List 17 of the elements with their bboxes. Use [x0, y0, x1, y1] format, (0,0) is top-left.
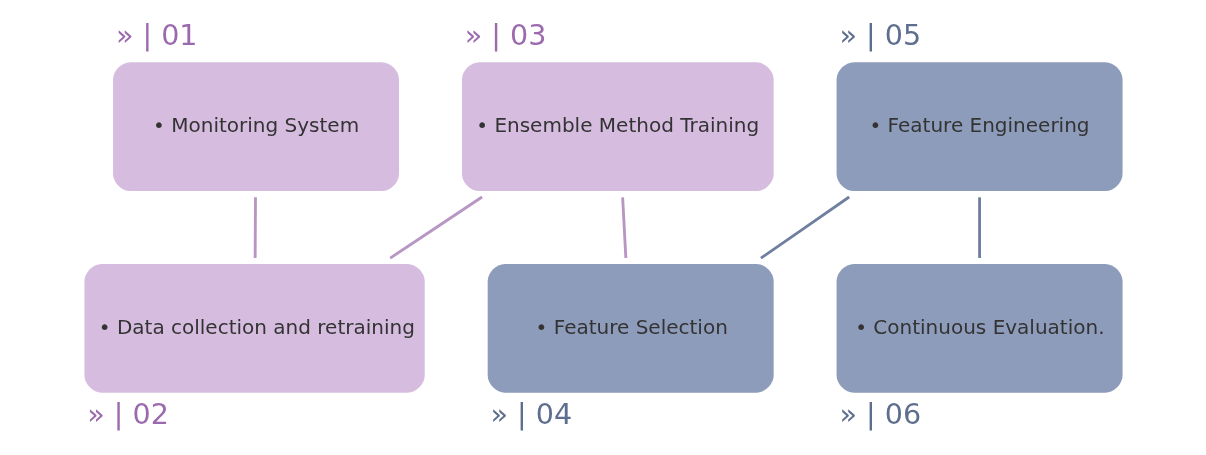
- connector: [388, 195, 483, 260]
- node-label: » | 04: [490, 397, 572, 432]
- node-box: • Continuous Evaluation.: [836, 263, 1123, 393]
- node-box: • Feature Selection: [487, 263, 774, 393]
- connector: [977, 197, 981, 258]
- node-label: » | 06: [838, 397, 921, 432]
- node-label: » | 02: [86, 397, 169, 432]
- connector: [620, 197, 627, 259]
- node-label: » | 03: [464, 18, 546, 53]
- node-box: • Monitoring System: [112, 62, 399, 192]
- node-box: • Data collection and retraining: [83, 263, 425, 393]
- connector: [253, 197, 257, 258]
- node-label: » | 01: [115, 18, 198, 53]
- node-label: » | 05: [838, 18, 921, 53]
- node-box: • Feature Engineering: [836, 62, 1123, 192]
- node-box: • Ensemble Method Training: [461, 62, 774, 192]
- connector: [759, 195, 850, 260]
